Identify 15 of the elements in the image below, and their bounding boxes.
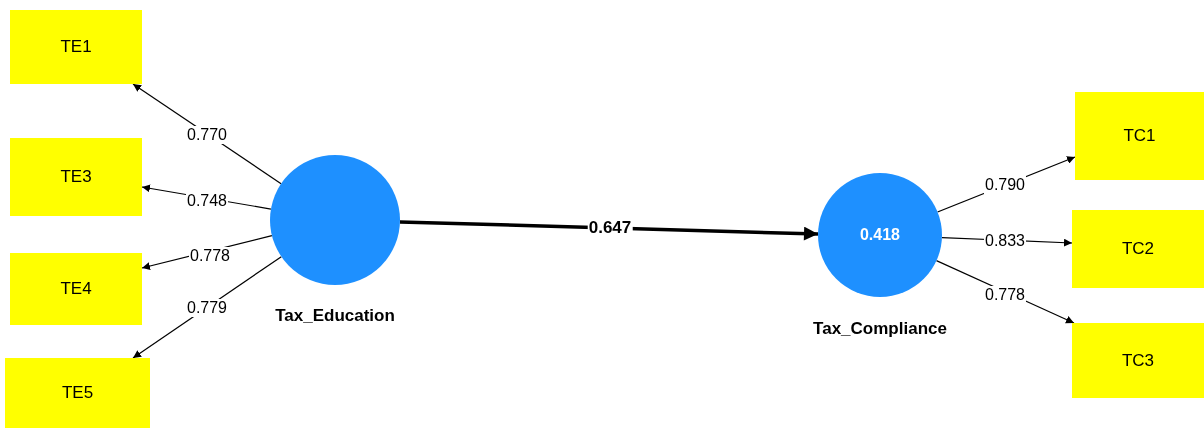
edge-label: 0.779 <box>186 299 228 317</box>
indicator-box: TC3 <box>1072 323 1204 398</box>
variable-name: Tax_Compliance <box>813 319 947 339</box>
arrow <box>399 220 819 241</box>
variable-name: Tax_Education <box>275 306 395 326</box>
indicator-box: TE1 <box>10 10 142 84</box>
r-squared-value: 0.418 <box>859 226 900 244</box>
indicator-box: TE3 <box>10 138 142 216</box>
indicator-box: TE5 <box>5 358 150 428</box>
edge-label: 0.790 <box>984 176 1026 194</box>
indicator-box: TE4 <box>10 253 142 325</box>
edge-label: 0.778 <box>984 286 1026 304</box>
indicator-box: TC2 <box>1072 210 1204 288</box>
indicator-box: TC1 <box>1075 92 1204 180</box>
edge-label: 0.770 <box>186 126 228 144</box>
